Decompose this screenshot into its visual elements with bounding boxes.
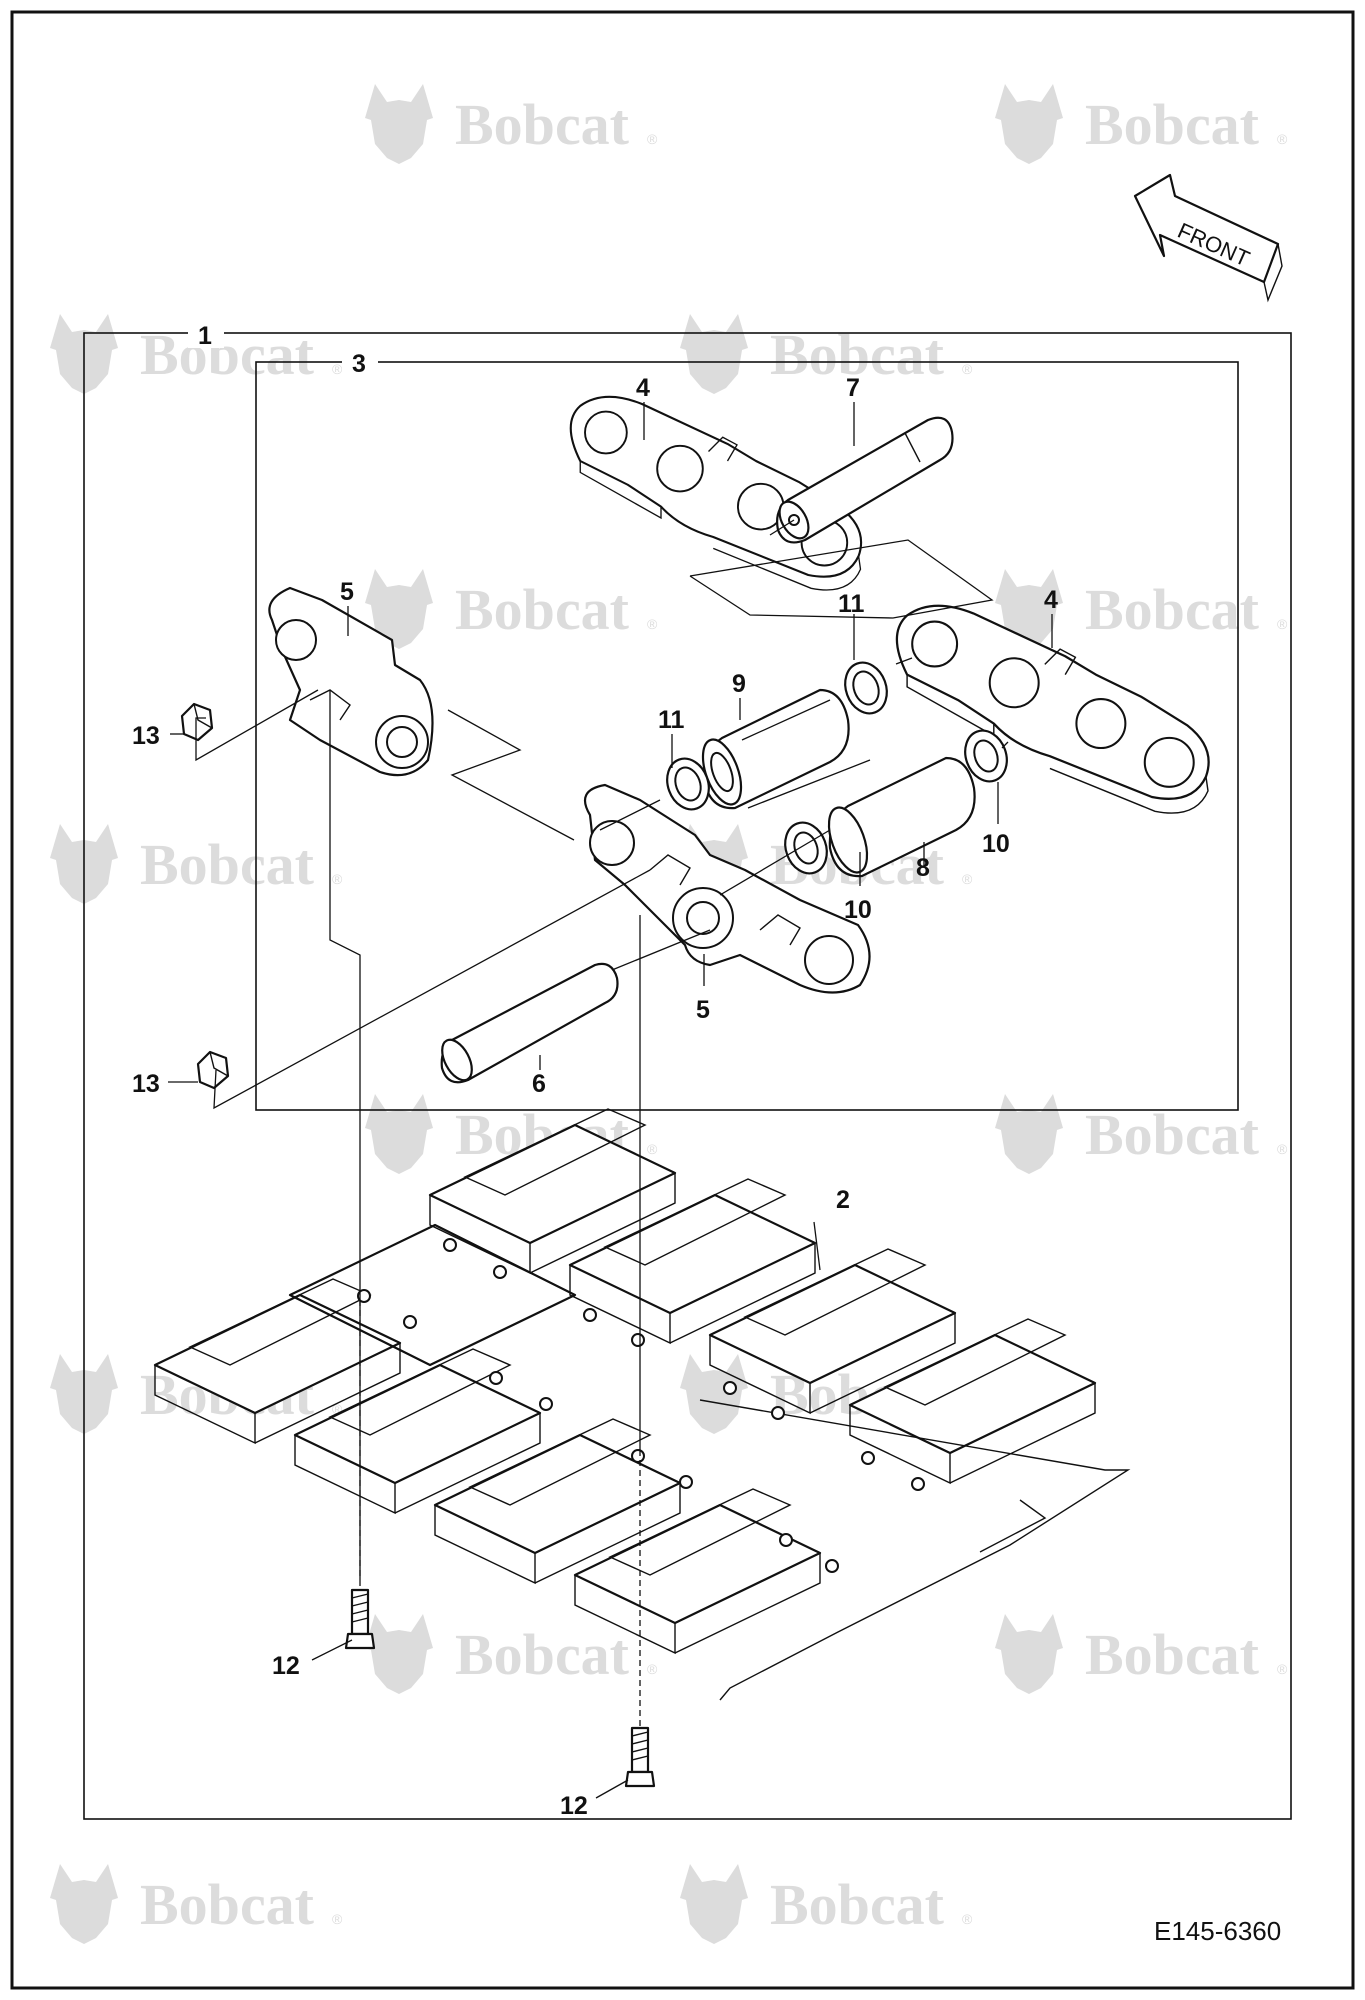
bobcat-watermark: Bobcat ® — [995, 84, 1288, 164]
bobcat-watermark: Bobcat ® — [995, 1094, 1288, 1174]
sheet-border — [10, 10, 1355, 1990]
callout-10-left: 10 — [844, 896, 872, 924]
callout-10-right: 10 — [982, 830, 1010, 858]
bolt-12-right — [624, 1726, 656, 1788]
callout-11-left: 11 — [658, 706, 685, 734]
callout-1: 1 — [198, 322, 212, 350]
watermark-brand: Bobcat — [140, 1872, 315, 1937]
bobcat-watermark: Bobcat ® — [995, 1614, 1288, 1694]
nut-13-upper — [180, 702, 214, 742]
callout-13-upper: 13 — [132, 722, 160, 750]
watermark-registered-mark: ® — [647, 1661, 658, 1677]
bobcat-watermark: Bobcat ® — [365, 84, 658, 164]
link-lower-center — [583, 783, 871, 994]
watermark-registered-mark: ® — [332, 1401, 343, 1417]
bolt-12-left — [344, 1588, 376, 1650]
watermark-registered-mark: ® — [962, 1911, 973, 1927]
seal-10-right — [964, 729, 1008, 783]
watermark-brand: Bobcat — [455, 577, 630, 642]
nut-13-lower — [196, 1050, 230, 1090]
watermark-brand: Bobcat — [455, 1622, 630, 1687]
callout-8: 8 — [916, 854, 930, 882]
bobcat-logo-icon — [995, 84, 1063, 164]
bushing-8 — [827, 756, 976, 878]
track-shoe-assembly — [153, 1107, 1131, 1701]
watermark-registered-mark: ® — [1277, 1141, 1288, 1157]
seal-11-right — [844, 661, 888, 715]
watermark-registered-mark: ® — [962, 361, 973, 377]
watermark-registered-mark: ® — [1277, 131, 1288, 147]
bobcat-watermark: Bobcat ® — [50, 824, 343, 904]
callout-7: 7 — [846, 374, 860, 402]
bushing-9 — [701, 688, 850, 810]
bobcat-watermark: Bobcat ® — [995, 569, 1288, 649]
callout-5-center: 5 — [696, 996, 710, 1024]
watermark-brand: Bobcat — [1085, 1622, 1260, 1687]
watermark-registered-mark: ® — [1277, 1661, 1288, 1677]
watermark-registered-mark: ® — [647, 616, 658, 632]
callout-2: 2 — [836, 1186, 850, 1214]
watermark-registered-mark: ® — [962, 871, 973, 887]
seal-11-left — [666, 757, 710, 811]
bobcat-watermark: Bobcat ® — [365, 569, 658, 649]
bobcat-logo-icon — [680, 1864, 748, 1944]
watermark-registered-mark: ® — [332, 1911, 343, 1927]
bobcat-logo-icon — [50, 1864, 118, 1944]
bobcat-logo-icon — [680, 1354, 748, 1434]
watermark-brand: Bobcat — [1085, 577, 1260, 642]
watermark-registered-mark: ® — [647, 131, 658, 147]
watermark-registered-mark: ® — [332, 871, 343, 887]
bobcat-logo-icon — [365, 84, 433, 164]
callout-4-right: 4 — [1044, 586, 1058, 614]
callout-5-left: 5 — [340, 578, 354, 606]
bobcat-logo-icon — [995, 1614, 1063, 1694]
leader-lines — [195, 519, 1009, 1728]
watermark-brand: Bobcat — [1085, 92, 1260, 157]
callout-6: 6 — [532, 1070, 546, 1098]
kit-frame-1 — [83, 332, 1292, 1820]
watermark-brand: Bobcat — [1085, 1102, 1260, 1167]
bobcat-watermark: Bobcat ® — [365, 1614, 658, 1694]
kit-frame-3 — [255, 361, 1239, 1111]
watermark-brand: Bobcat — [770, 1872, 945, 1937]
watermark-registered-mark: ® — [647, 1141, 658, 1157]
drawing-code: E145-6360 — [1154, 1916, 1281, 1946]
watermark-brand: Bobcat — [140, 832, 315, 897]
callout-ticks — [168, 402, 1053, 1799]
callout-13-lower: 13 — [132, 1070, 160, 1098]
watermark-brand: Bobcat — [455, 92, 630, 157]
bobcat-watermark: Bobcat ® — [50, 1864, 343, 1944]
callout-12-right: 12 — [560, 1792, 588, 1820]
bobcat-watermark: Bobcat ® — [680, 1864, 973, 1944]
pin-6 — [440, 962, 619, 1084]
callout-11-right: 11 — [838, 590, 865, 618]
watermark-registered-mark: ® — [1277, 616, 1288, 632]
callout-12-left: 12 — [272, 1652, 300, 1680]
link-lower-left — [268, 586, 434, 777]
bobcat-logo-icon — [365, 1614, 433, 1694]
pin-7 — [776, 416, 954, 544]
callout-9: 9 — [732, 670, 746, 698]
front-direction-arrow: FRONT — [1133, 173, 1283, 303]
callout-4-upper: 4 — [636, 374, 650, 402]
callout-3: 3 — [352, 350, 366, 378]
watermark-registered-mark: ® — [332, 361, 343, 377]
callout-labels: 1 2 3 4 4 5 5 6 7 8 9 10 10 11 11 12 12 … — [132, 322, 1058, 1820]
